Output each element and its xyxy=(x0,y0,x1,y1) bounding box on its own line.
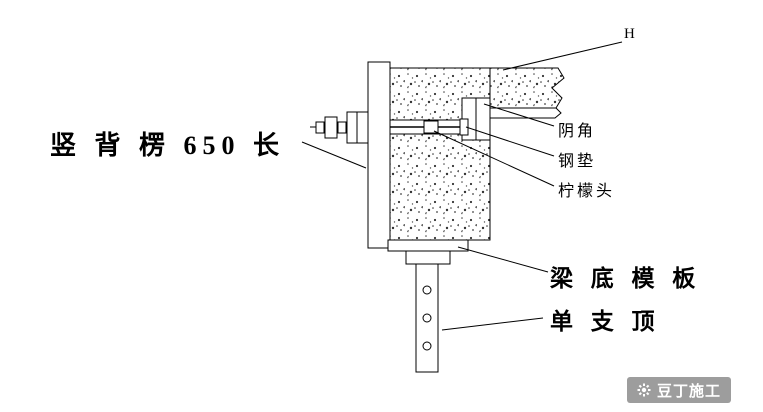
bolt-clamp-assembly xyxy=(310,111,369,144)
beam-bottom-formwork xyxy=(387,239,469,252)
label-vertical-back-ridge: 竖 背 楞 650 长 xyxy=(50,131,286,160)
leader-line-single-prop xyxy=(441,317,544,331)
watermark-gear-icon xyxy=(637,383,651,397)
leader-line-lemon-head xyxy=(433,130,555,187)
prop-head-plate xyxy=(405,250,451,265)
watermark-text: 豆丁施工 xyxy=(657,382,722,400)
label-beam-bottom-formwork: 梁 底 模 板 xyxy=(550,266,702,291)
watermark-badge: 豆丁施工 xyxy=(627,377,732,403)
dimension-label-h: H xyxy=(624,26,635,42)
prop-pin-hole xyxy=(422,313,432,323)
prop-pin-hole xyxy=(422,341,432,351)
leader-line-steel-pad xyxy=(465,126,555,157)
label-inner-corner: 阴角 xyxy=(558,123,597,140)
label-steel-pad: 钢垫 xyxy=(558,153,597,170)
single-prop xyxy=(405,250,451,373)
label-lemon-head: 柠檬头 xyxy=(558,183,616,200)
leader-line-back-ridge xyxy=(301,141,367,169)
concrete-slab xyxy=(489,67,565,109)
leader-line-bottom-formwork xyxy=(457,246,549,273)
vertical-back-ridge xyxy=(367,61,391,249)
prop-pin-hole xyxy=(422,285,432,295)
lemon-head-nut xyxy=(423,120,439,134)
steel-pad xyxy=(459,118,469,136)
leader-line-inner-corner xyxy=(483,103,555,127)
leader-line-h xyxy=(502,41,623,71)
tie-rod-assembly xyxy=(390,118,469,136)
label-single-prop: 单 支 顶 xyxy=(550,309,661,334)
